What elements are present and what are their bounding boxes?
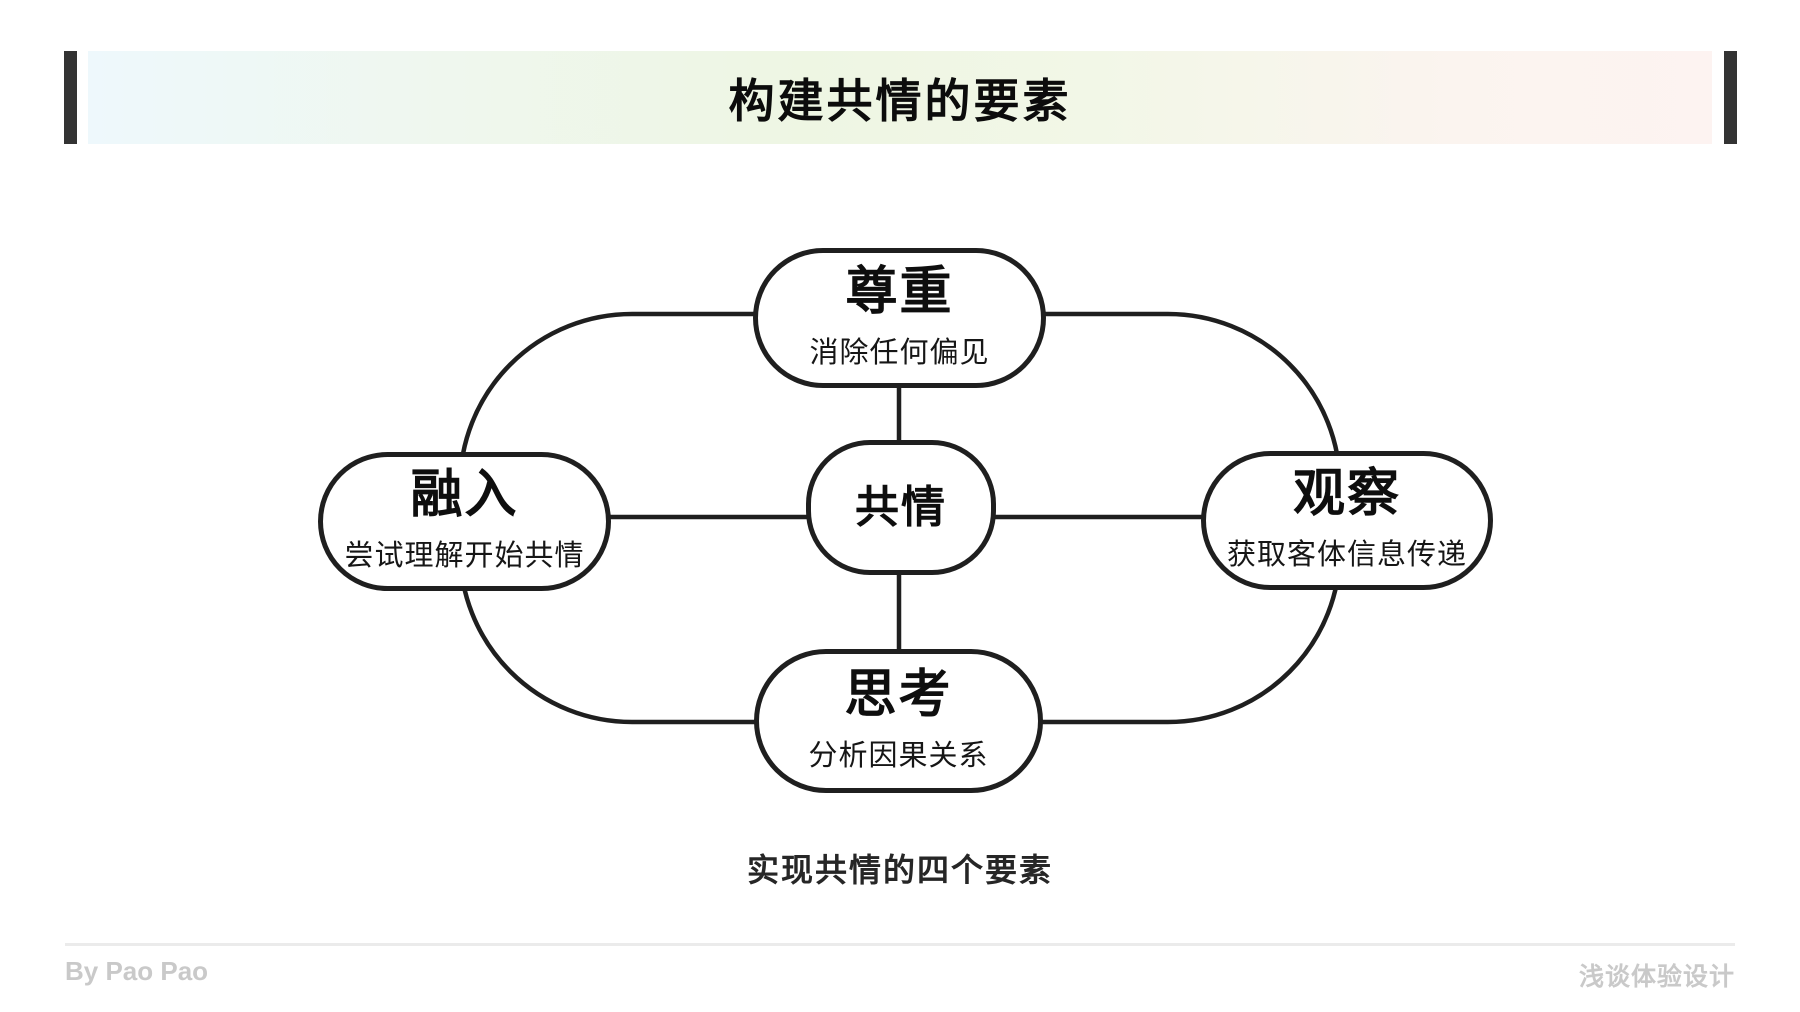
node-empathy-title: 共情: [855, 482, 947, 532]
header-gradient-band: 构建共情的要素: [88, 51, 1712, 144]
node-observe: 观察 获取客体信息传递: [1201, 451, 1493, 590]
node-integrate: 融入 尝试理解开始共情: [318, 452, 611, 591]
page-title: 构建共情的要素: [728, 74, 1072, 127]
footer-divider: [65, 943, 1735, 946]
node-empathy-center: 共情: [806, 440, 996, 575]
header-left-bar: [64, 51, 77, 144]
node-integrate-subtitle: 尝试理解开始共情: [344, 540, 585, 572]
node-observe-title: 观察: [1292, 465, 1401, 523]
footer-brand: 浅谈体验设计: [1578, 963, 1735, 991]
node-respect-title: 尊重: [845, 262, 954, 321]
header-right-bar: [1724, 51, 1737, 144]
node-think-title: 思考: [844, 665, 953, 724]
footer-author: By Pao Pao: [65, 956, 209, 986]
node-respect: 尊重 消除任何偏见: [753, 248, 1046, 388]
node-think: 思考 分析因果关系: [754, 649, 1043, 793]
node-think-subtitle: 分析因果关系: [808, 739, 989, 772]
node-respect-subtitle: 消除任何偏见: [809, 336, 990, 369]
diagram-caption: 实现共情的四个要素: [746, 852, 1053, 888]
node-integrate-title: 融入: [410, 466, 519, 524]
node-observe-subtitle: 获取客体信息传递: [1226, 539, 1467, 571]
